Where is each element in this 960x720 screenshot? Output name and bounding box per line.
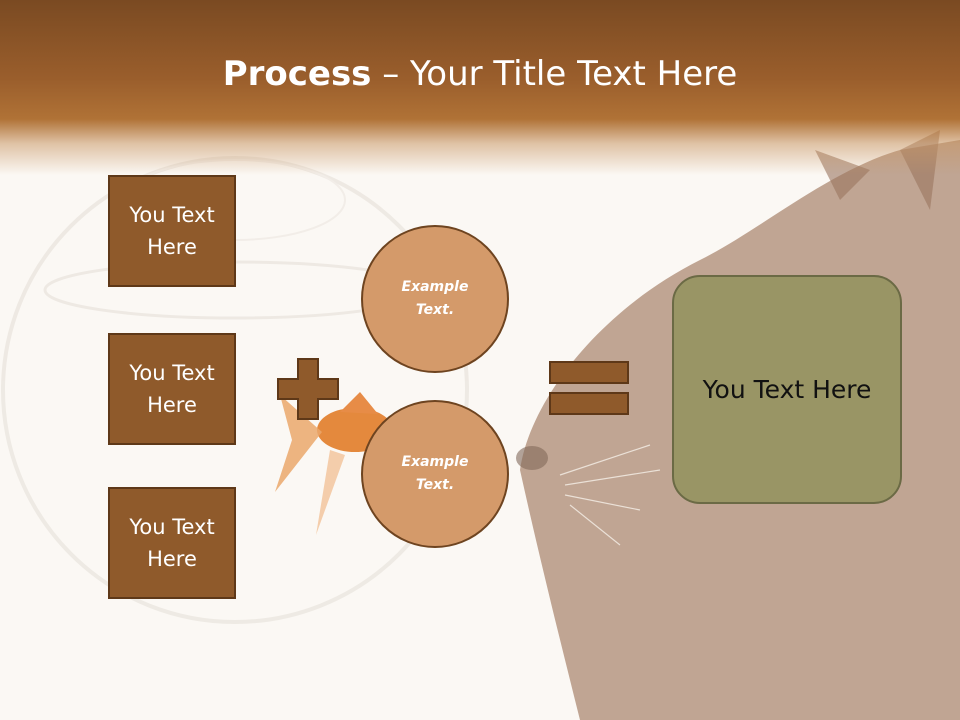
input-box-1[interactable]: You Text Here xyxy=(108,175,236,287)
circle-label: Example Text. xyxy=(401,279,469,318)
input-box-label: You Text Here xyxy=(129,515,215,571)
plus-icon xyxy=(277,358,339,420)
input-box-label: You Text Here xyxy=(129,361,215,417)
page-title: Process – Your Title Text Here xyxy=(0,52,960,96)
input-box-3[interactable]: You Text Here xyxy=(108,487,236,599)
header-band xyxy=(0,0,960,175)
example-circle-2[interactable]: Example Text. xyxy=(361,400,509,548)
equals-icon xyxy=(549,361,629,415)
title-rest: – Your Title Text Here xyxy=(371,54,738,94)
circle-label: Example Text. xyxy=(401,454,469,493)
input-box-label: You Text Here xyxy=(129,203,215,259)
title-bold: Process xyxy=(222,54,372,94)
result-label: You Text Here xyxy=(702,375,872,404)
input-box-2[interactable]: You Text Here xyxy=(108,333,236,445)
example-circle-1[interactable]: Example Text. xyxy=(361,225,509,373)
result-box[interactable]: You Text Here xyxy=(672,275,902,504)
